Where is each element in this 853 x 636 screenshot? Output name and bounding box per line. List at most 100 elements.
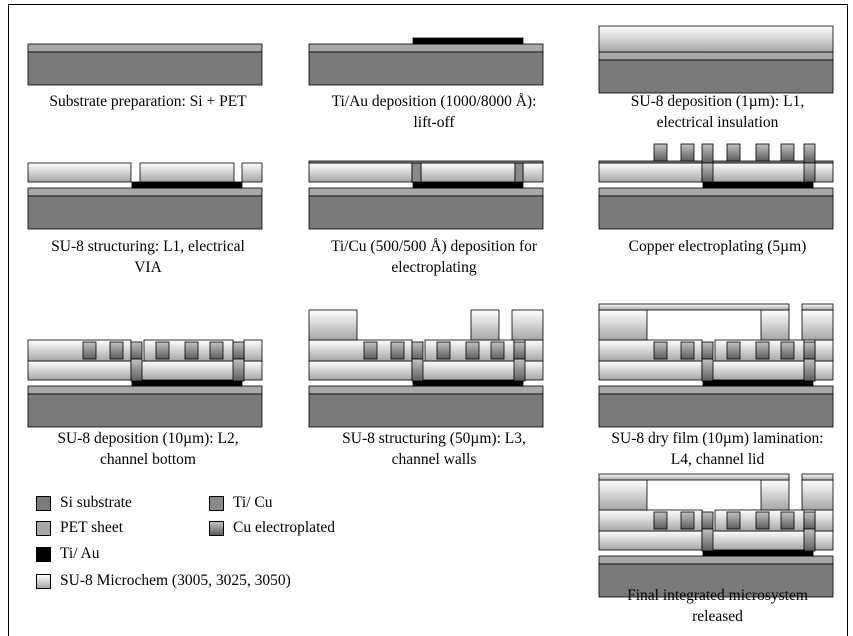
si-substrate: [598, 393, 834, 428]
ti-au-electrode: [412, 379, 524, 387]
su8-l4-lid: [598, 473, 790, 481]
cu-electroplated-pad-2: [680, 143, 695, 162]
ti-cu-surface: [308, 160, 544, 164]
su8-l1-middle: [420, 162, 516, 183]
cu-electroplated-pad-2: [680, 511, 695, 530]
figure-frame: [8, 4, 848, 636]
cu-electroplated-swatch: [209, 520, 224, 536]
su8-l1-middle: [710, 162, 806, 183]
legend-ti-cu: Ti/ Cu: [209, 494, 273, 512]
su8-l1-right: [241, 162, 263, 183]
cu-electroplated-pad-1: [82, 341, 97, 360]
step-2-caption: Ti/Au deposition (1000/8000 Å): lift-off: [331, 93, 537, 131]
su8-l1-right: [522, 162, 544, 183]
su8-l1-left: [598, 162, 703, 183]
su8-l1-right: [812, 530, 834, 551]
cu-electroplated-pad-2: [680, 341, 695, 360]
cu-via-left: [411, 341, 424, 360]
step-9-panel: [598, 303, 834, 428]
ti-cu-surface: [598, 160, 834, 164]
cu-electroplated-pad-4: [755, 341, 770, 360]
si-substrate: [598, 59, 834, 94]
legend-si-substrate: Si substrate: [36, 494, 132, 512]
step-6-panel: [598, 143, 834, 230]
step-7-panel: [27, 339, 263, 428]
step-1-caption: Substrate preparation: Si + PET: [49, 93, 247, 110]
ti-cu-liner: [514, 162, 524, 183]
su8-l4-lid-right: [801, 473, 834, 481]
cu-via-left-core: [701, 162, 714, 183]
su8-l2-right: [524, 339, 544, 362]
pet-sheet: [27, 43, 263, 53]
cu-via-left-core: [701, 358, 714, 382]
su8-l1-left: [308, 360, 413, 381]
pet-sheet: [598, 187, 834, 197]
step-5-caption: Ti/Cu (500/500 Å) deposition for electro…: [330, 238, 538, 276]
su8-l3-wall-right: [760, 479, 790, 511]
step-10-panel: [598, 473, 834, 598]
pet-sheet: [308, 43, 544, 53]
su8-l1-middle: [710, 360, 806, 381]
legend-su8: SU-8 Microchem (3005, 3025, 3050): [36, 572, 291, 590]
cu-via-left: [701, 511, 714, 530]
cu-electroplated-pad-2: [390, 341, 405, 360]
ti-au-electrode: [702, 549, 814, 557]
cu-via-left: [701, 341, 714, 360]
legend-pet-sheet: PET sheet: [36, 519, 123, 537]
cu-electroplated-pad-5: [780, 143, 795, 162]
ti-au-electrode: [412, 181, 524, 189]
su8-l3-wall-far-right: [801, 479, 834, 511]
su8-l3-wall-far-right: [511, 309, 544, 341]
su8-l1-left: [598, 530, 703, 551]
ti-au-electrode: [131, 181, 243, 189]
su8-l1-right: [812, 162, 834, 183]
si-substrate: [308, 51, 544, 86]
su8-l4-lid: [598, 303, 790, 311]
step-8-panel: [308, 309, 544, 428]
cu-electroplated-pad-4: [184, 341, 199, 360]
cu-via-left-core: [130, 358, 143, 382]
pet-sheet: [308, 187, 544, 197]
cu-electroplated-pad-1: [363, 341, 378, 360]
cu-via-right: [513, 341, 526, 360]
cu-electroplated-pad-1: [653, 511, 668, 530]
cu-via-right-core: [803, 358, 816, 382]
cu-via-right-core: [513, 358, 526, 382]
ti-cu-swatch: [209, 495, 224, 511]
su8-l1-right: [241, 360, 263, 381]
si-substrate-swatch: [36, 495, 51, 511]
cu-electroplated-pad-1: [653, 143, 668, 162]
step-10-caption: Final integrated microsystem released: [627, 587, 808, 625]
si-substrate: [598, 563, 834, 598]
pet-sheet: [308, 385, 544, 395]
si-substrate: [598, 195, 834, 230]
su8-l3-wall-right: [470, 309, 500, 341]
step-2-panel: [308, 37, 544, 86]
cu-electroplated-pad-3: [726, 511, 741, 530]
cu-electroplated-pad-1: [653, 341, 668, 360]
step-7-caption: SU-8 deposition (10µm): L2, channel bott…: [57, 430, 239, 468]
su8-l4-lid-right: [801, 303, 834, 311]
cu-electroplated-pad-4: [755, 143, 770, 162]
step-6-caption: Copper electroplating (5µm): [628, 238, 807, 255]
cu-electroplated-pad-3: [436, 341, 451, 360]
ti-au-electrode: [702, 379, 814, 387]
step-5-panel: [308, 160, 544, 230]
su8-l3-wall-left: [308, 309, 358, 341]
su8-l1: [598, 25, 834, 53]
ti-cu-liner: [411, 162, 422, 183]
step-4-panel: [27, 162, 263, 230]
cu-electroplated-pad-5: [490, 341, 505, 360]
cu-via-right-core: [803, 528, 816, 552]
ti-au-electrode: [702, 181, 814, 189]
step-3-caption: SU-8 deposition (1µm): L1, electrical in…: [630, 93, 805, 131]
cu-via-right: [232, 341, 245, 360]
step-9-caption: SU-8 dry film (10µm) lamination: L4, cha…: [611, 430, 824, 468]
step-8-caption: SU-8 structuring (50µm): L3, channel wal…: [342, 430, 526, 468]
legend-cu-electroplated: Cu electroplated: [209, 519, 335, 537]
cu-electroplated-pad-4: [465, 341, 480, 360]
su8-l2-right: [243, 339, 263, 362]
su8-l3-wall-left: [598, 479, 648, 511]
cu-via-right: [803, 341, 816, 360]
